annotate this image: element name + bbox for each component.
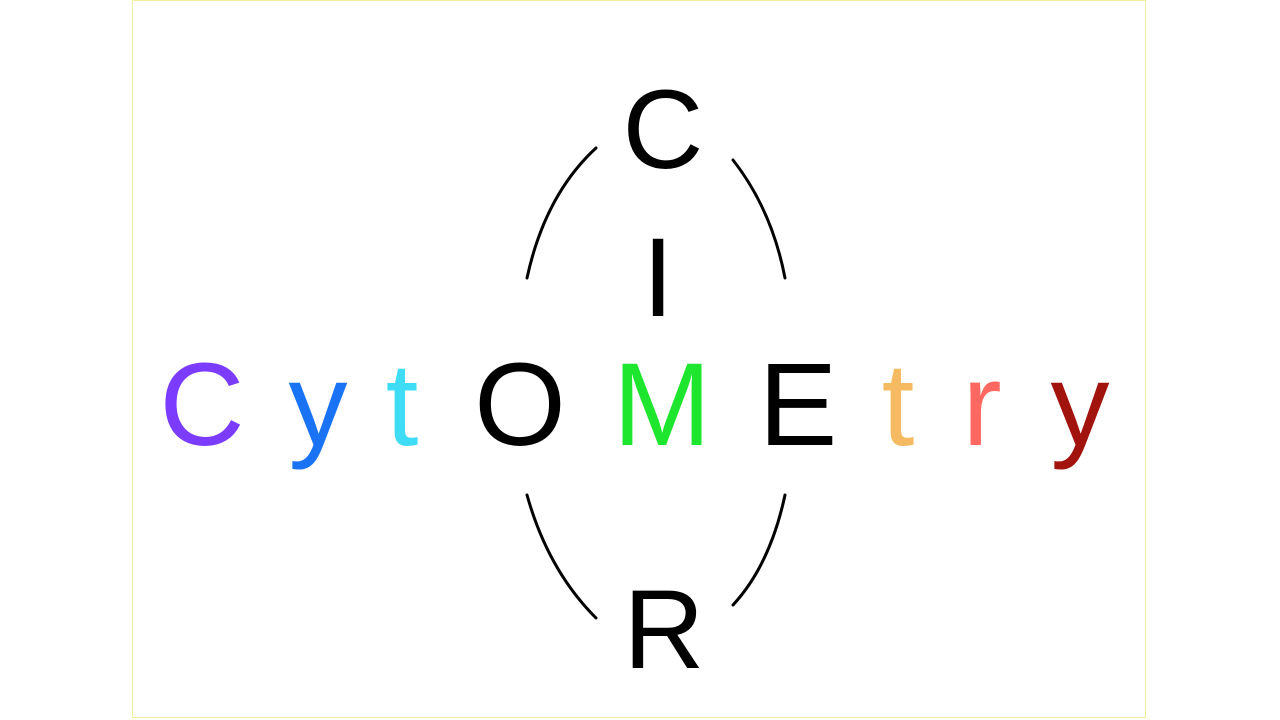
- vertical-letter-i: I: [642, 215, 673, 340]
- horizontal-letter-o: O: [474, 339, 566, 471]
- logo-frame: [132, 0, 1146, 718]
- horizontal-letter-r: r: [962, 339, 1001, 471]
- horizontal-letter-t2: t: [882, 339, 915, 471]
- vertical-letter-c: C: [623, 67, 704, 192]
- arc-top-right: [731, 158, 787, 280]
- vertical-letter-r: R: [624, 567, 705, 692]
- horizontal-letter-m: M: [613, 339, 711, 471]
- horizontal-letter-t: t: [386, 339, 419, 471]
- horizontal-letter-y: y: [289, 339, 348, 471]
- arc-bottom-right: [731, 493, 787, 607]
- arc-top-left: [525, 146, 598, 280]
- horizontal-letter-c: C: [159, 339, 244, 471]
- arc-bottom-left: [525, 493, 598, 620]
- horizontal-letter-e: E: [759, 339, 838, 471]
- horizontal-letter-y2: y: [1051, 339, 1110, 471]
